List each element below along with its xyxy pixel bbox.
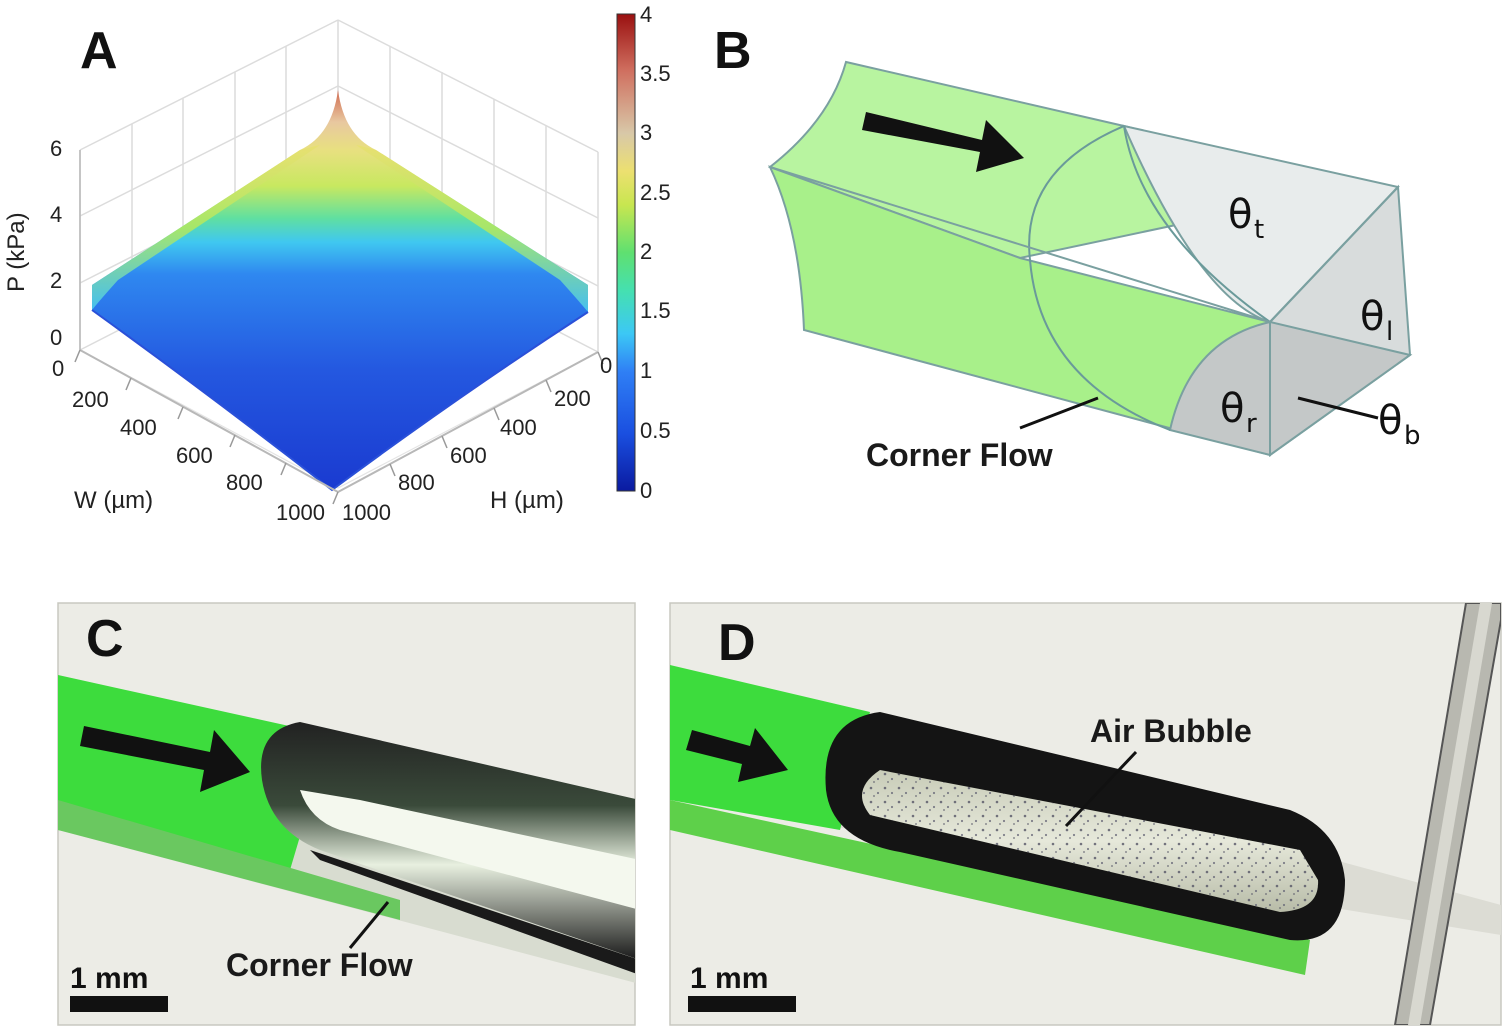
air-bubble-leader-d (1064, 750, 1138, 828)
w-tick-800: 800 (226, 470, 263, 495)
pressure-surface (92, 90, 588, 490)
cb-tick-1: 1 (640, 358, 652, 383)
svg-text:θ: θ (1378, 398, 1402, 444)
w-tick-400: 400 (120, 415, 157, 440)
cb-tick-3: 3 (640, 120, 652, 145)
w-tick-0: 0 (52, 356, 64, 381)
w-tick-1000: 1000 (276, 500, 325, 525)
green-fluid-c-lower (58, 800, 400, 920)
theta-t-label: θ t (1228, 192, 1264, 245)
svg-text:b: b (1404, 421, 1421, 451)
h-tick-1000: 1000 (342, 500, 391, 525)
theta-r-label: θ r (1220, 386, 1257, 439)
corner-flow-leader-c (348, 901, 390, 949)
h-tick-600: 600 (450, 443, 487, 468)
svg-text:θ: θ (1360, 294, 1384, 340)
surface-base-outline (91, 309, 589, 492)
cb-tick-2: 2 (640, 239, 652, 264)
flow-arrow-d (686, 728, 788, 782)
theta-b-label: θ b (1378, 398, 1421, 451)
z-tick-4: 4 (50, 202, 62, 227)
corner-flow-leader-b (1019, 396, 1099, 430)
theta-l-label: θ l (1360, 294, 1393, 347)
svg-text:r: r (1246, 409, 1257, 439)
panel-c-letter: C (86, 610, 124, 668)
svg-text:t: t (1254, 215, 1264, 245)
scale-bar-c (70, 996, 168, 1012)
cb-tick-4: 4 (640, 2, 652, 27)
panel-b-letter: B (714, 22, 752, 80)
w-tick-600: 600 (176, 443, 213, 468)
scale-label-c: 1 mm (70, 962, 148, 995)
cb-tick-3-5: 3.5 (640, 61, 671, 86)
svg-text:l: l (1386, 317, 1393, 347)
panel-a: 0 2 4 6 P (kPa) 0 200 400 600 800 1000 W… (3, 2, 671, 525)
cb-tick-2-5: 2.5 (640, 180, 671, 205)
z-tick-6: 6 (50, 136, 62, 161)
h-axis-ticks-marks (389, 351, 604, 477)
panel-b: B θ t θ l θ r θ b (714, 22, 1421, 473)
h-tick-0: 0 (600, 353, 612, 378)
corner-flow-label-c: Corner Flow (226, 947, 413, 983)
meniscus-top (1123, 125, 1271, 323)
cb-tick-1-5: 1.5 (640, 298, 671, 323)
colorbar (616, 13, 636, 492)
air-bubble-label-d: Air Bubble (1090, 713, 1252, 749)
svg-text:θ: θ (1228, 192, 1252, 238)
h-axis-label: H (µm) (490, 487, 564, 514)
w-tick-200: 200 (72, 387, 109, 412)
panel-d-letter: D (718, 614, 756, 672)
colorbar-ticks: 4 3.5 3 2.5 2 1.5 1 0.5 0 (640, 2, 671, 503)
cb-tick-0: 0 (640, 478, 652, 503)
h-tick-400: 400 (500, 415, 537, 440)
flow-arrow-c (80, 726, 250, 792)
corner-flow-label-b: Corner Flow (866, 437, 1053, 473)
panel-d: D Air Bubble 1 mm (669, 602, 1502, 1026)
h-tick-200: 200 (554, 386, 591, 411)
cb-tick-0-5: 0.5 (640, 418, 671, 443)
z-tick-2: 2 (50, 268, 62, 293)
theta-b-leader (1297, 396, 1379, 420)
w-axis-ticks-marks (74, 349, 339, 505)
panel-c: C Corner Flow 1 mm (57, 602, 636, 1026)
green-fluid-d-bottom (670, 800, 1310, 975)
z-axis-label: P (kPa) (3, 212, 30, 292)
flow-arrow (862, 112, 1024, 172)
w-axis-label: W (µm) (74, 487, 153, 514)
panel-a-letter: A (80, 22, 118, 80)
svg-text:θ: θ (1220, 386, 1244, 432)
scale-label-d: 1 mm (690, 962, 768, 995)
z-tick-0: 0 (50, 325, 62, 350)
meniscus-front (1028, 125, 1171, 431)
bubble-c-inner (300, 790, 635, 909)
h-tick-800: 800 (398, 470, 435, 495)
scale-bar-d (688, 996, 796, 1012)
